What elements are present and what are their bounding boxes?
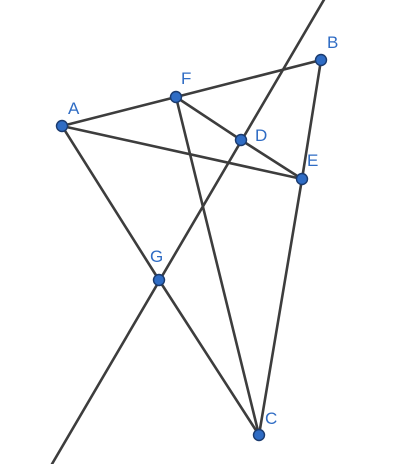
point-e[interactable] (295, 172, 309, 186)
segment-de (239, 138, 304, 181)
point-f[interactable] (169, 90, 183, 104)
segment-be (300, 58, 323, 181)
label-g: G (150, 247, 163, 266)
point-a[interactable] (55, 119, 69, 133)
label-a: A (68, 99, 80, 118)
point-b[interactable] (314, 53, 328, 67)
label-e: E (307, 151, 318, 170)
point-d[interactable] (234, 133, 248, 147)
point-g[interactable] (152, 273, 166, 287)
segment-ae (60, 124, 304, 181)
segment-fb (174, 58, 323, 99)
segment-gc (157, 278, 261, 437)
segment-ec (257, 177, 304, 437)
label-d: D (255, 126, 267, 145)
segment-ag (60, 124, 161, 282)
segment-fc (174, 95, 261, 437)
label-b: B (327, 33, 338, 52)
point-c[interactable] (252, 428, 266, 442)
segment-fd (174, 95, 243, 142)
label-c: C (265, 409, 277, 428)
segment-af (60, 95, 178, 128)
label-f: F (181, 69, 191, 88)
line-gd (50, 0, 326, 464)
